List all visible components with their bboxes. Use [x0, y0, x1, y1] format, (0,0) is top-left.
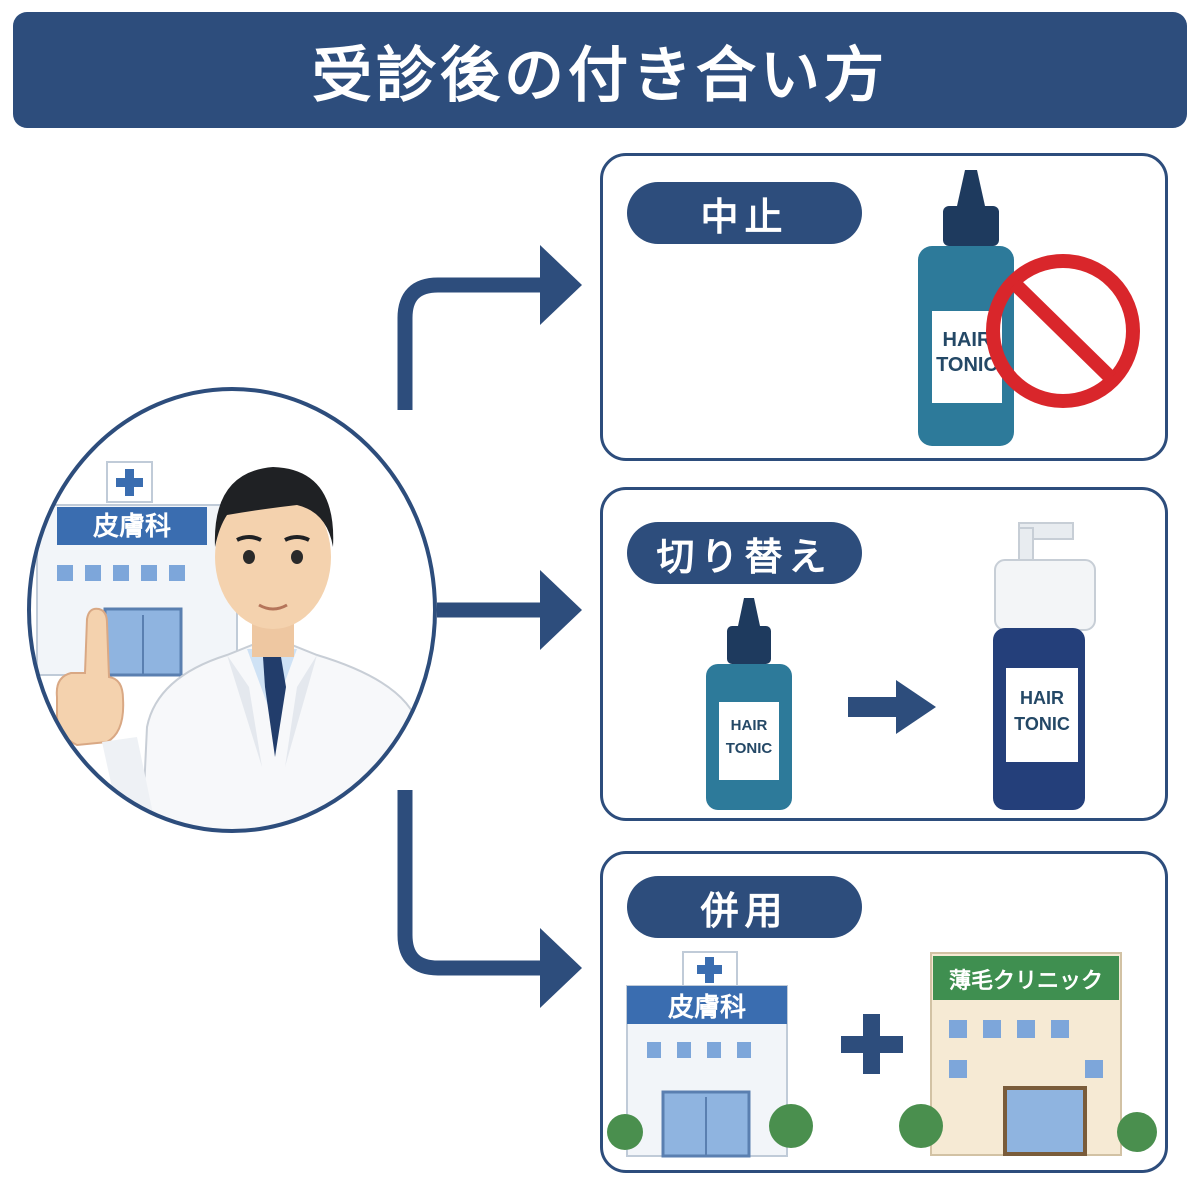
option-label-combine: 併用: [700, 888, 789, 933]
connector-stop: [397, 277, 548, 410]
title-banner: 受診後の付き合い方: [13, 12, 1187, 128]
switch-illustration: HAIR TONIC HAIR TONIC: [706, 522, 1096, 810]
dermatology-sign-label: 皮膚科: [668, 993, 746, 1023]
page-title: 受診後の付き合い方: [312, 40, 888, 111]
hair-tonic-bottle-icon: HAIR TONIC: [706, 598, 792, 810]
option-label-stop: 中止: [700, 194, 789, 239]
option-label-pill: 併用: [627, 876, 862, 938]
bottle-label-line2: TONIC: [726, 740, 773, 757]
combine-illustration: 皮膚科 薄毛クリニック: [607, 951, 1157, 1158]
arrow-right-icon: [848, 680, 936, 734]
bottle-label-line1: HAIR: [1020, 688, 1064, 708]
bottle-label-line1: HAIR: [731, 717, 768, 734]
option-label-switch: 切り替え: [656, 534, 833, 579]
prohibited-icon: [986, 254, 1140, 408]
option-label-pill: 中止: [627, 182, 862, 244]
option-card-combine: 併用 皮膚科: [600, 851, 1168, 1173]
arrowhead-switch: [540, 570, 582, 650]
clinic-building-icon: [899, 952, 1157, 1156]
option-card-stop: 中止 HAIR TONIC: [600, 153, 1168, 461]
stop-illustration: HAIR TONIC: [918, 170, 1140, 446]
plus-icon: [841, 1014, 903, 1074]
bottle-label-line2: TONIC: [1014, 714, 1070, 734]
hair-tonic-bottle-icon: HAIR TONIC: [918, 170, 1014, 446]
connector-combine: [397, 790, 548, 976]
bottle-label-line1: HAIR: [943, 329, 992, 351]
clinic-sign-label: 薄毛クリニック: [949, 969, 1103, 994]
hospital-building-icon: [36, 461, 238, 677]
option-card-switch: 切り替え HAIR TONIC HAIR TONIC: [600, 487, 1168, 821]
doctor-panel: 皮膚科: [27, 387, 437, 833]
foam-bottle-icon: HAIR TONIC: [993, 522, 1096, 810]
arrowhead-combine: [540, 928, 582, 1008]
arrowhead-stop: [540, 245, 582, 325]
hospital-sign-label: 皮膚科: [93, 512, 171, 542]
option-label-pill: 切り替え: [627, 522, 862, 584]
bottle-label-line2: TONIC: [936, 354, 998, 376]
dermatology-building-icon: [607, 951, 813, 1158]
